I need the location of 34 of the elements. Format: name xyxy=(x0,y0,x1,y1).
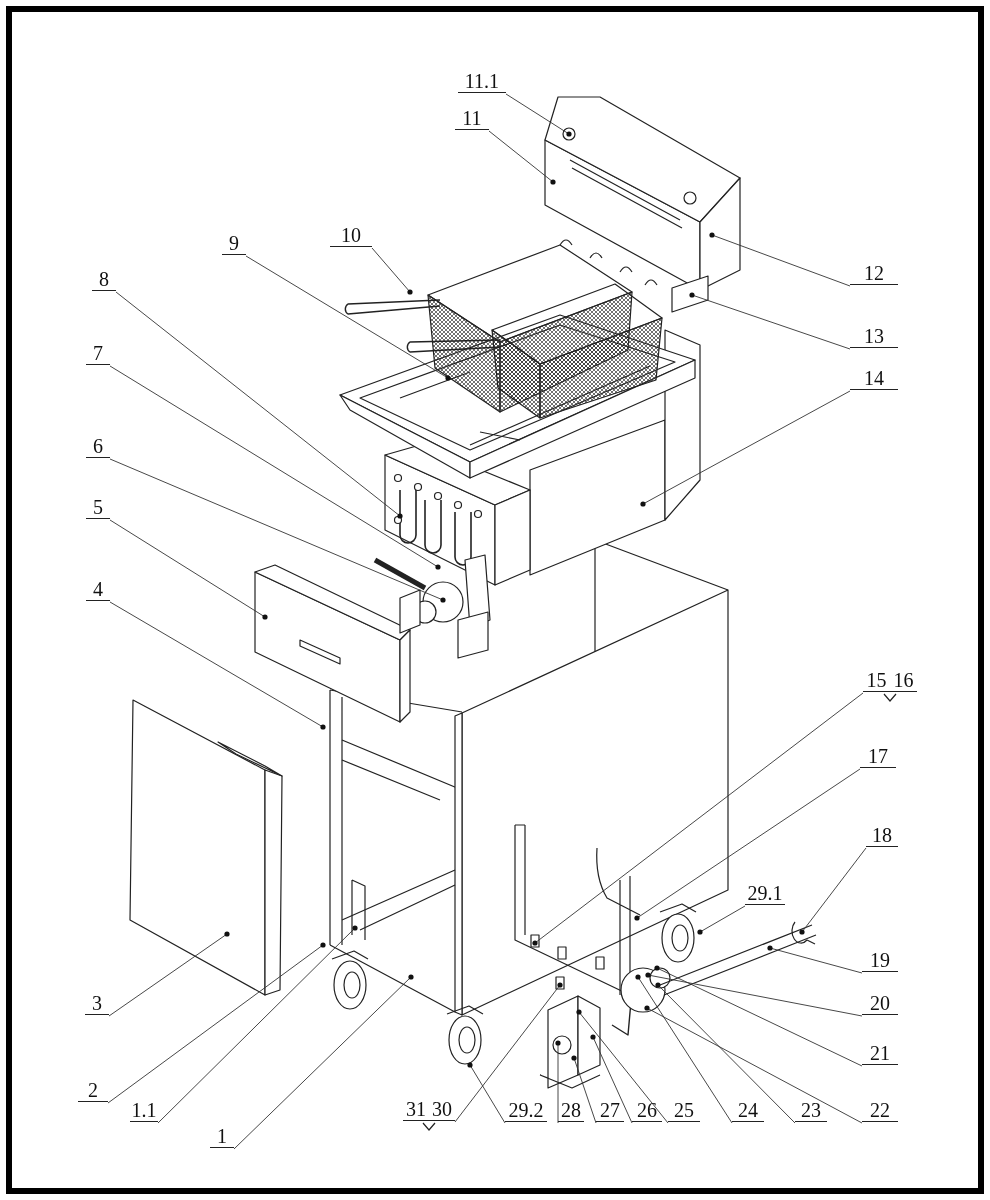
callout-number: 8 xyxy=(92,268,116,291)
callout-number: 3 xyxy=(85,992,109,1015)
callout-number: 18 xyxy=(866,824,898,847)
callout-number: 12 xyxy=(850,262,898,285)
callout-number: 6 xyxy=(86,435,110,458)
callout-number: 2 xyxy=(78,1079,108,1102)
callout-number: 28 xyxy=(558,1099,584,1122)
callout-number: 22 xyxy=(862,1099,898,1122)
callout-number: 14 xyxy=(850,367,898,390)
callout-number: 7 xyxy=(86,342,110,365)
callout-number: 30 xyxy=(429,1098,455,1121)
callout-number: 27 xyxy=(596,1099,624,1122)
callout-number: 9 xyxy=(222,232,246,255)
callout-number: 29.2 xyxy=(505,1099,547,1122)
callout-number: 15 xyxy=(863,669,890,692)
callout-number: 23 xyxy=(795,1099,827,1122)
callout-number: 17 xyxy=(860,745,896,768)
callout-number: 1.1 xyxy=(130,1099,158,1122)
callout-number: 13 xyxy=(850,325,898,348)
callout-number: 24 xyxy=(732,1099,764,1122)
callout-number: 26 xyxy=(632,1099,662,1122)
callout-number: 11.1 xyxy=(458,70,506,93)
callout-number: 4 xyxy=(86,578,110,601)
callout-number: 20 xyxy=(862,992,898,1015)
callout-number: 16 xyxy=(890,669,917,692)
callout-number: 11 xyxy=(455,107,489,130)
callout-number: 5 xyxy=(86,496,110,519)
callout-number: 21 xyxy=(862,1042,898,1065)
callout-number: 25 xyxy=(668,1099,700,1122)
callout-number: 10 xyxy=(330,224,372,247)
callout-number: 29.1 xyxy=(745,882,785,905)
callout-number: 31 xyxy=(403,1098,429,1121)
callout-number: 1 xyxy=(210,1125,234,1148)
callout-number: 19 xyxy=(862,949,898,972)
